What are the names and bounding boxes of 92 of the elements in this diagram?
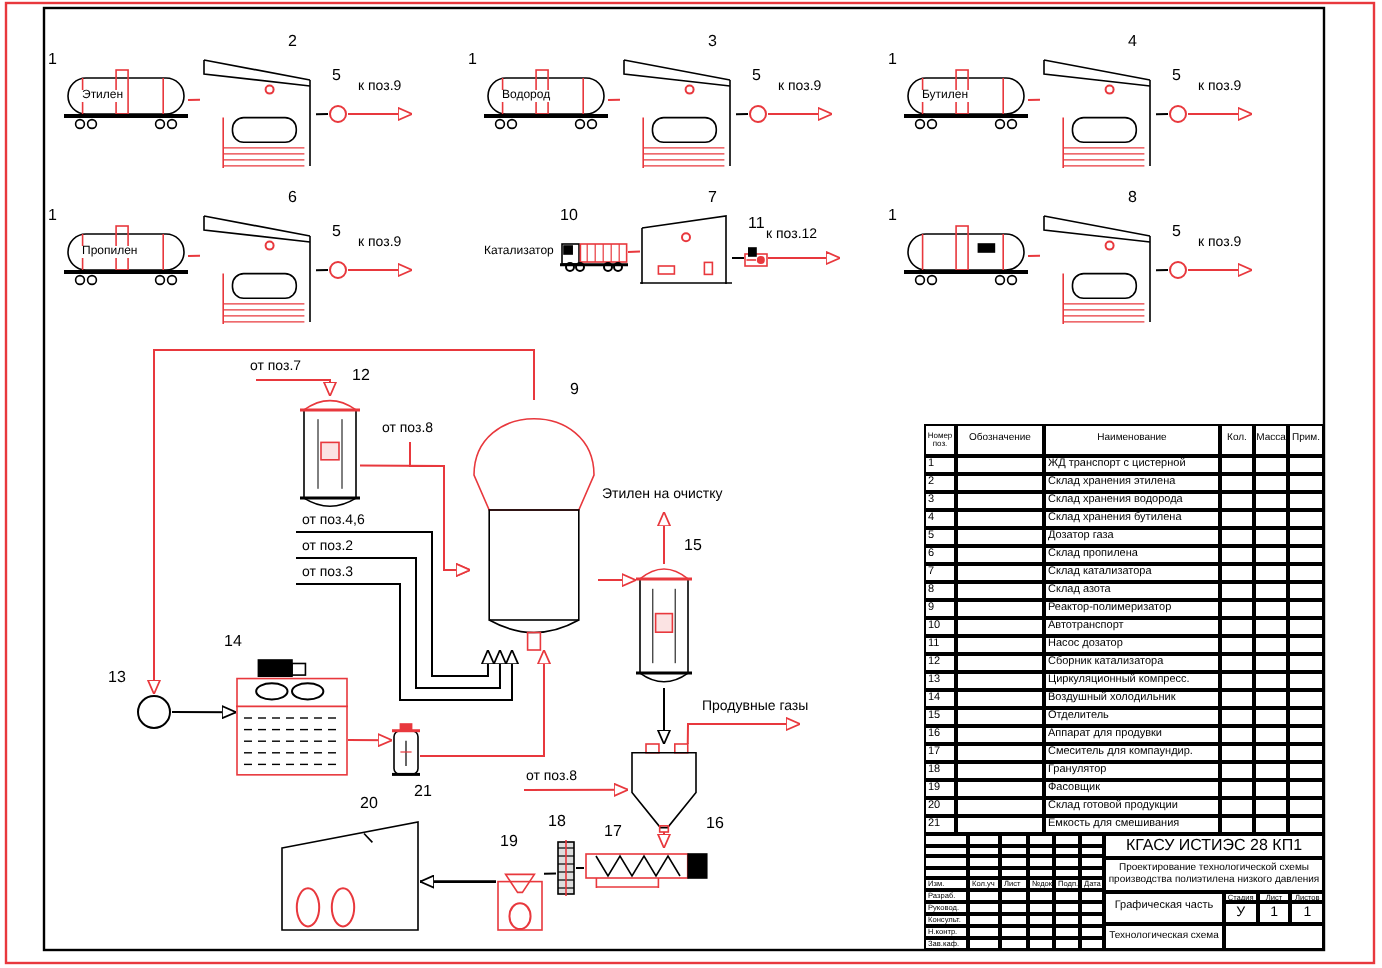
tank-car-drawing — [484, 70, 608, 130]
callout-number: 11 — [748, 216, 765, 232]
compressor-icon — [136, 694, 172, 730]
pipe-arrow — [419, 874, 496, 889]
warehouse-drawing — [280, 820, 420, 932]
pipe-arrow — [347, 263, 413, 277]
air-cooler-drawing — [236, 660, 348, 776]
storage-tank-drawing — [1040, 212, 1156, 324]
pipe-arrow — [657, 687, 671, 745]
callout-number: 1 — [48, 208, 57, 224]
pipe-line — [1155, 269, 1169, 272]
pipe-line — [315, 269, 329, 272]
callout-number: 21 — [414, 784, 432, 800]
pipe-arrow — [295, 531, 495, 677]
callout-number: 18 — [548, 814, 566, 830]
callout-number: 5 — [332, 68, 341, 84]
pipe-arrow — [767, 251, 841, 265]
callout-number: 15 — [684, 538, 702, 554]
pipe-arrow — [1187, 107, 1253, 121]
pipe-line — [1027, 254, 1041, 257]
pipe-arrow — [1187, 263, 1253, 277]
pipe-line — [1027, 98, 1041, 101]
pipe-arrow — [347, 733, 393, 748]
pipe-line — [607, 98, 621, 101]
callout-number: 16 — [706, 816, 724, 832]
pipe-line — [187, 98, 201, 101]
pipe-arrow — [657, 831, 671, 849]
pump-icon — [744, 248, 768, 268]
callout-number: 17 — [604, 824, 622, 840]
pipe-arrow — [686, 717, 801, 745]
storage-tank-drawing — [200, 212, 316, 324]
screw-mixer-drawing — [584, 848, 708, 888]
callout-number: 9 — [570, 382, 579, 398]
callout-number: 13 — [108, 670, 126, 686]
tank-car-drawing — [64, 226, 188, 286]
dosing-valve-icon — [748, 104, 768, 124]
purge-vessel-drawing — [628, 744, 700, 832]
vessel-drawing — [636, 564, 692, 688]
callout-number: 12 — [352, 368, 370, 384]
dosing-valve-icon — [1168, 104, 1188, 124]
callout-number: 5 — [1172, 224, 1181, 240]
callout-number: 14 — [224, 634, 242, 650]
callout-number: 3 — [708, 34, 717, 50]
storage-tank-drawing — [620, 56, 736, 168]
pipe-line — [543, 872, 557, 875]
pipe-arrow — [171, 705, 237, 720]
dosing-valve-icon — [328, 104, 348, 124]
dosing-valve-icon — [1168, 260, 1188, 280]
callout-number: 1 — [468, 52, 477, 68]
callout-number: 5 — [752, 68, 761, 84]
pipe-line — [627, 250, 641, 253]
granulator-drawing — [556, 840, 576, 896]
pipe-arrow — [255, 379, 337, 397]
pipe-arrow — [419, 649, 551, 757]
pipe-arrow — [147, 349, 535, 695]
pipe-line — [731, 257, 745, 260]
pipe-arrow — [295, 557, 507, 689]
dosing-valve-icon — [328, 260, 348, 280]
tank-car-drawing — [904, 70, 1028, 130]
pipe-line — [315, 113, 329, 116]
callout-number: 20 — [360, 796, 378, 812]
callout-number: 8 — [1128, 190, 1137, 206]
pipe-arrow — [767, 107, 833, 121]
storage-tank-drawing — [200, 56, 316, 168]
pipe-line — [1155, 113, 1169, 116]
storage-tank-drawing — [1040, 56, 1156, 168]
callout-number: 10 — [560, 208, 578, 224]
callout-number: 7 — [708, 190, 717, 206]
pipe-arrow — [657, 511, 671, 565]
shed-drawing — [640, 212, 732, 284]
tank-car-drawing — [64, 70, 188, 130]
callout-number: 5 — [1172, 68, 1181, 84]
vessel-drawing — [300, 396, 360, 512]
mixing-tank-drawing — [392, 724, 420, 780]
pipe-line — [187, 254, 201, 257]
callout-number: 1 — [888, 208, 897, 224]
callout-number: 4 — [1128, 34, 1137, 50]
pipe-line — [735, 113, 749, 116]
pipe-arrow — [597, 573, 637, 588]
pipe-arrow — [347, 107, 413, 121]
document-code: КГАСУ ИСТИЭС 28 КП1 — [1104, 834, 1324, 858]
callout-number: 5 — [332, 224, 341, 240]
callout-number: 1 — [48, 52, 57, 68]
tank-car-drawing — [904, 226, 1028, 286]
callout-number: 19 — [500, 834, 518, 850]
callout-number: 2 — [288, 34, 297, 50]
pipe-arrow — [295, 583, 519, 701]
callout-number: 6 — [288, 190, 297, 206]
pipe-line — [575, 867, 585, 869]
pipe-arrow — [523, 782, 629, 797]
callout-number: 1 — [888, 52, 897, 68]
pipe-arrow — [409, 441, 471, 577]
